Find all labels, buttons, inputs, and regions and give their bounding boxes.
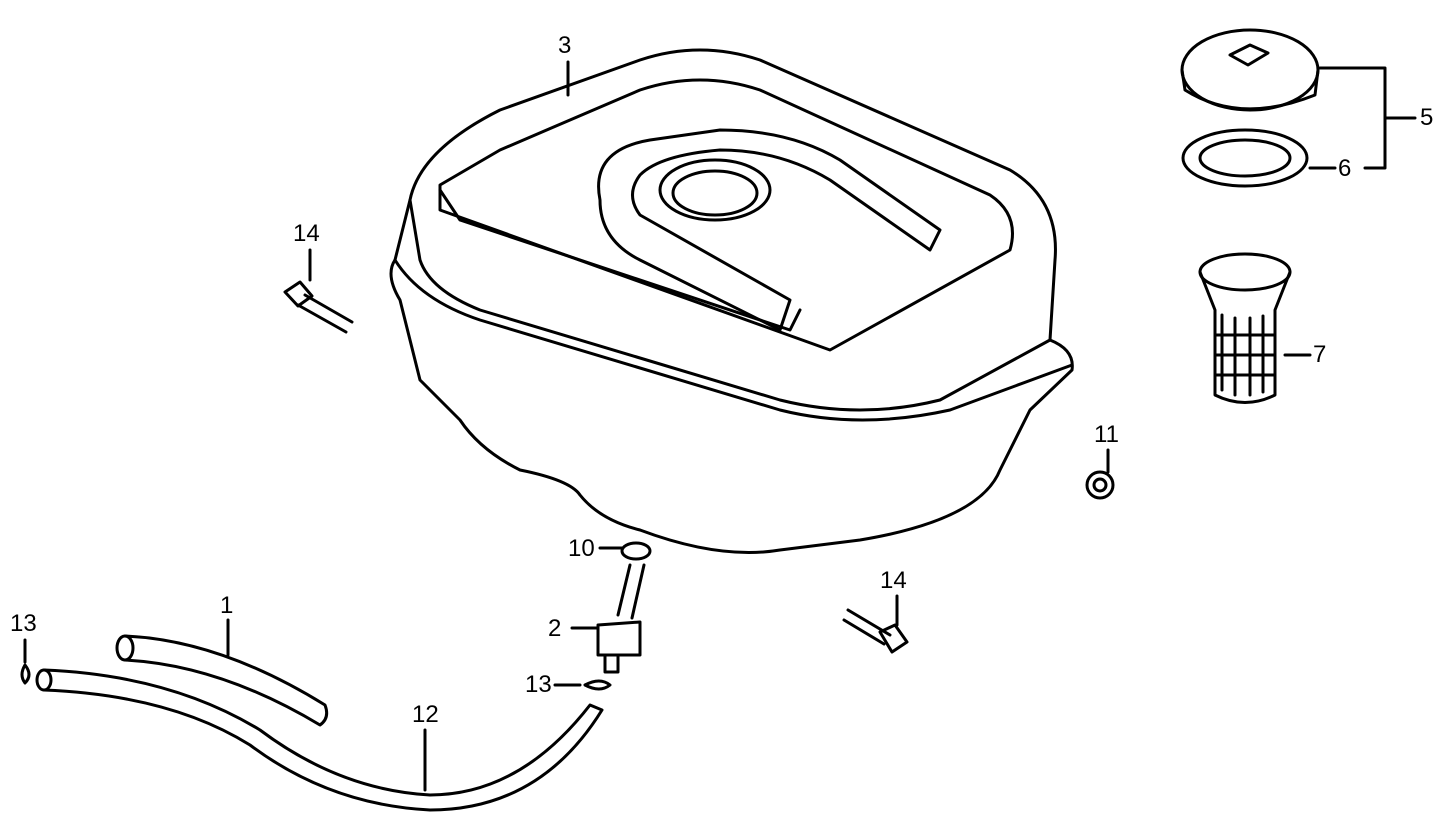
callout-5: 5 xyxy=(1420,104,1434,131)
tube-12 xyxy=(35,668,604,812)
callout-14-top: 14 xyxy=(293,220,320,247)
tube-clip-right xyxy=(583,679,612,691)
callout-11: 11 xyxy=(1094,421,1119,448)
callout-14-bottom: 14 xyxy=(880,567,907,594)
callout-2: 2 xyxy=(548,615,562,642)
tube-clip-left xyxy=(20,663,31,685)
callout-12: 12 xyxy=(412,701,439,728)
bolt-14-bottom xyxy=(842,608,909,654)
o-ring xyxy=(620,541,652,561)
nut xyxy=(1085,470,1115,500)
fuel-valve xyxy=(596,563,646,674)
callout-3: 3 xyxy=(558,32,572,59)
callout-1: 1 xyxy=(220,592,234,619)
callout-13-right: 13 xyxy=(525,671,552,698)
tube-1 xyxy=(115,634,329,727)
cap-gasket xyxy=(1181,128,1309,188)
fuel-strainer xyxy=(1198,252,1292,404)
bolt-14-top xyxy=(283,280,354,334)
fuel-tank xyxy=(389,48,1074,554)
callout-13-left: 13 xyxy=(10,610,37,637)
callout-6: 6 xyxy=(1338,155,1352,182)
callout-10: 10 xyxy=(568,535,595,562)
callout-7: 7 xyxy=(1313,341,1327,368)
fuel-filler-cap xyxy=(1180,28,1320,112)
